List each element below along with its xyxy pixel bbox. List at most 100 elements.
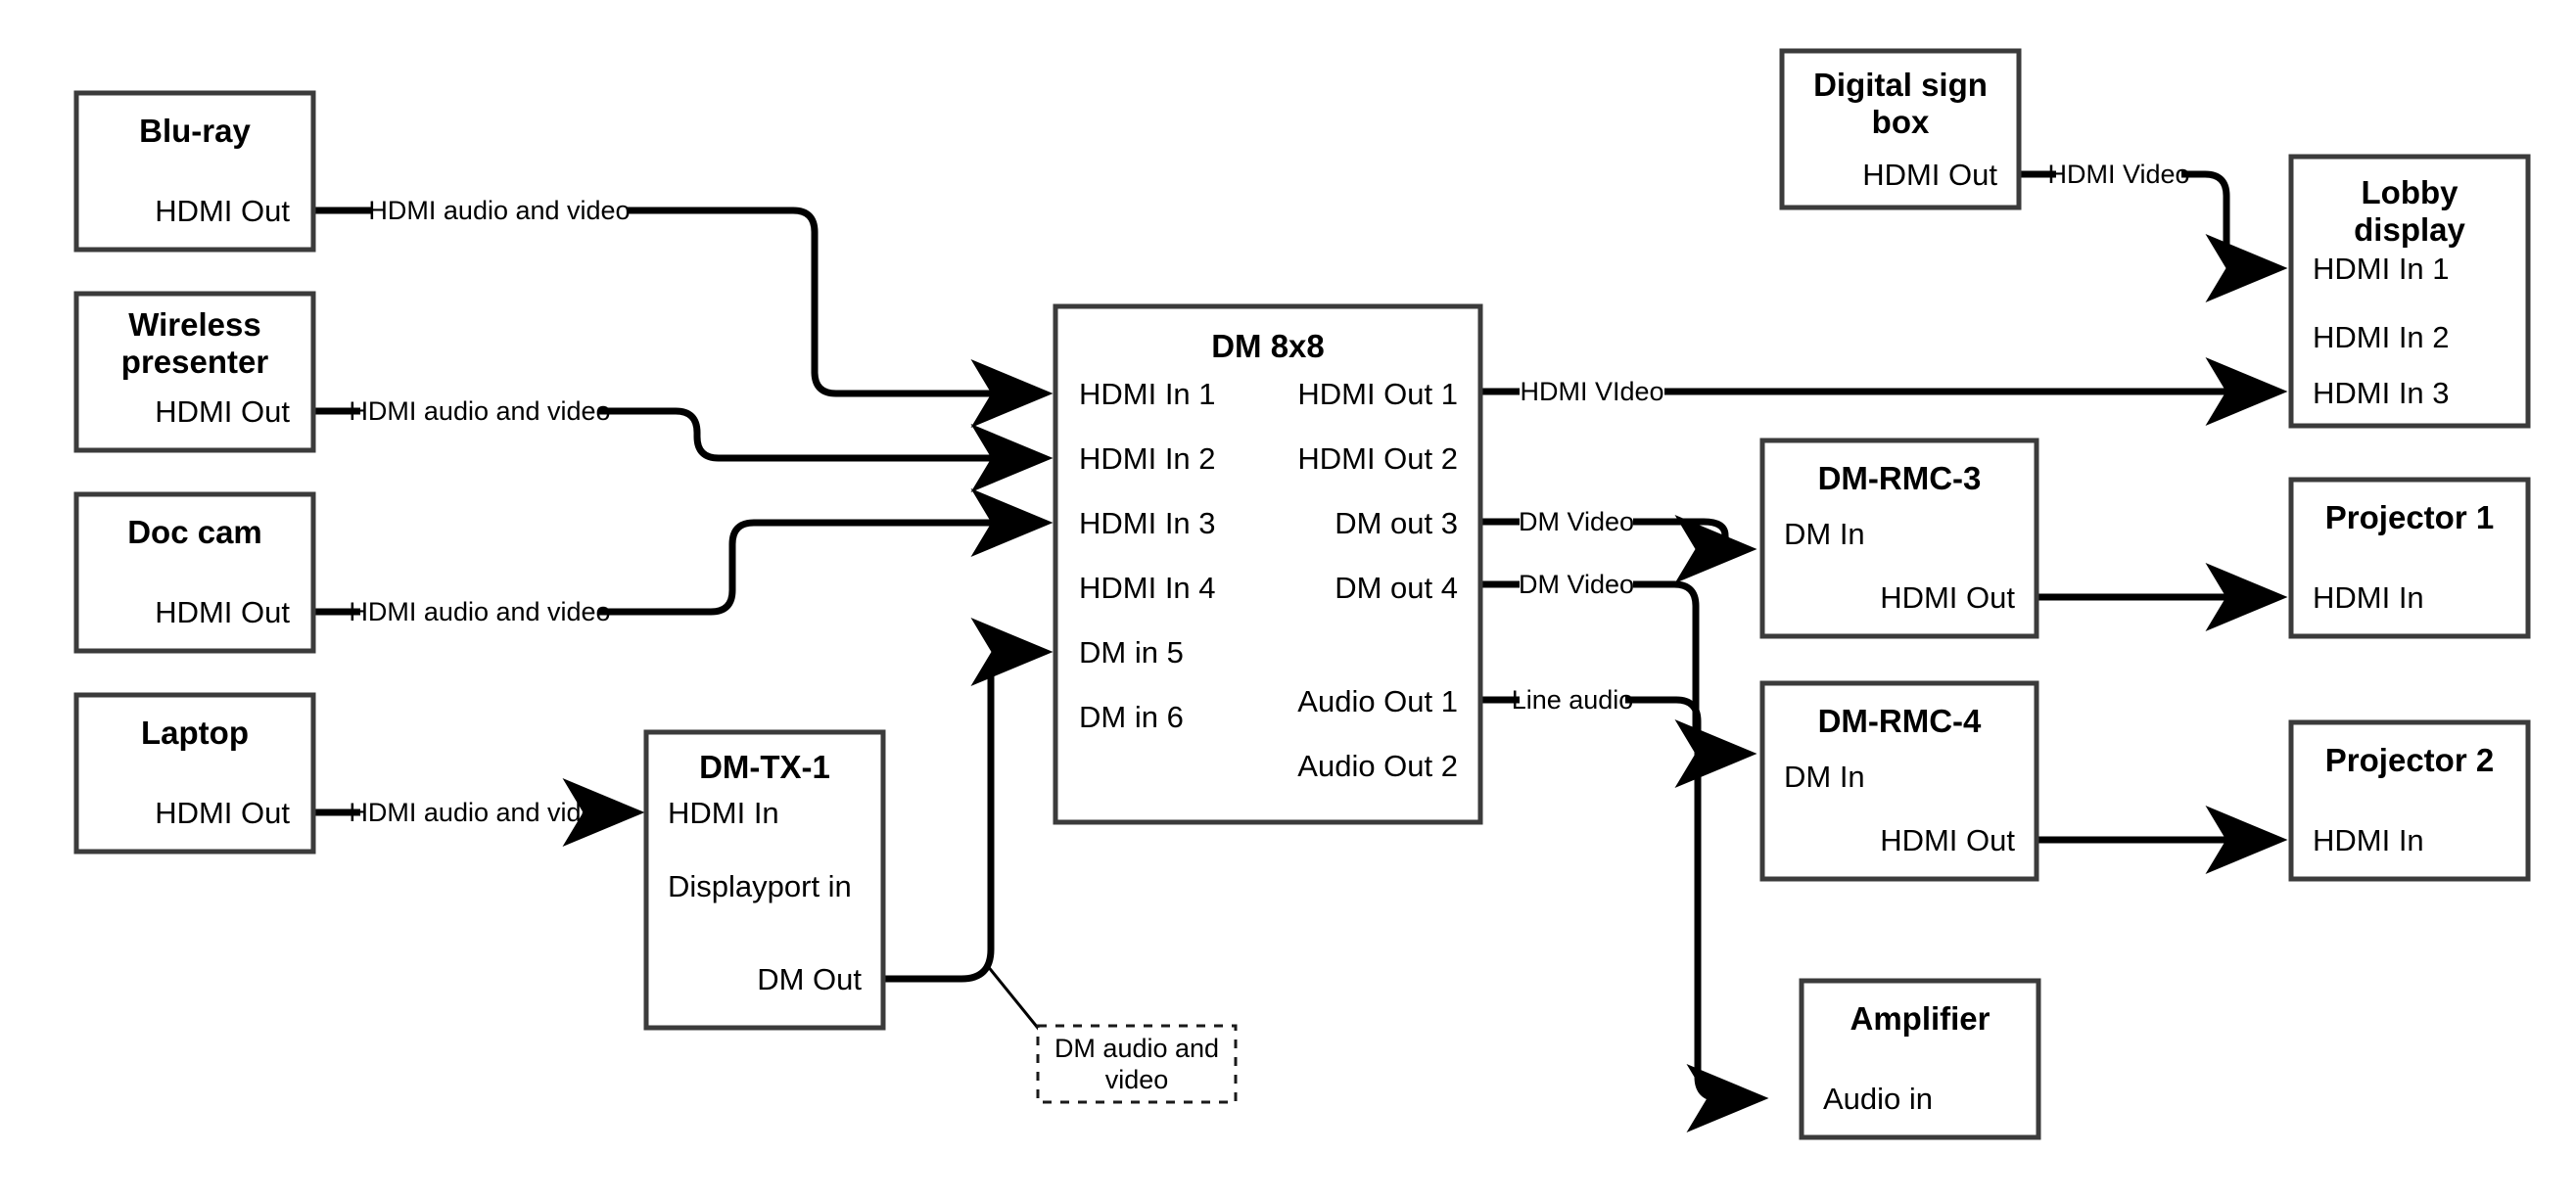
wire-segment <box>599 488 1054 616</box>
wire-segment <box>599 407 1054 492</box>
port-lobby-display-hdmi-in-1: HDMI In 1 <box>2313 252 2450 286</box>
port-laptop-hdmi-out: HDMI Out <box>155 796 290 830</box>
conn-bluray-to-dm8x8-in1: HDMI audio and video <box>313 196 1054 428</box>
device-title-dm-8x8: DM 8x8 <box>1211 328 1325 364</box>
port-dm-rmc-3-hdmi-out: HDMI Out <box>1880 580 2015 615</box>
wire-label-hdmi-video-out1: HDMI VIdeo <box>1520 377 1663 406</box>
port-doc-cam-hdmi-out: HDMI Out <box>155 595 290 629</box>
device-title-amplifier: Amplifier <box>1850 1000 1990 1037</box>
conn-dmtx1-to-dm8x8-in5 <box>881 618 1054 1043</box>
device-box-border <box>1799 978 2041 1140</box>
device-digital-sign-box[interactable]: Digital sign box HDMI Out <box>1779 48 2022 210</box>
device-box-border <box>1779 48 2022 210</box>
device-wireless-presenter[interactable]: Wireless presenter HDMI Out <box>73 291 316 453</box>
port-dm-rmc-3-dm-in: DM In <box>1784 517 1865 551</box>
device-title-lobby-display-line-2: display <box>2354 211 2465 248</box>
port-dm-8x8-dm-out-4: DM out 4 <box>1335 571 1458 605</box>
device-projector-2[interactable]: Projector 2 HDMI In <box>2288 719 2531 882</box>
conn-signbox-to-lobby-in1: HDMI Video <box>2019 160 2288 302</box>
device-dm-rmc-3[interactable]: DM-RMC-3 DM In HDMI Out <box>1759 438 2039 639</box>
device-title-wireless-presenter-line-2: presenter <box>121 344 269 380</box>
port-wireless-presenter-hdmi-out: HDMI Out <box>155 394 290 429</box>
device-projector-1[interactable]: Projector 1 HDMI In <box>2288 477 2531 639</box>
port-digital-sign-box-hdmi-out: HDMI Out <box>1862 158 1997 192</box>
port-dm-8x8-dm-out-3: DM out 3 <box>1335 506 1458 540</box>
port-dm-tx-1-dm-out: DM Out <box>757 962 862 996</box>
device-title-laptop: Laptop <box>141 715 249 751</box>
device-title-projector-2: Projector 2 <box>2325 742 2494 778</box>
device-box-border <box>2288 477 2531 639</box>
device-doc-cam[interactable]: Doc cam HDMI Out <box>73 491 316 654</box>
wire-label-line-audio: Line audio <box>1512 685 1634 715</box>
wire-segment <box>881 618 1054 983</box>
device-box-border <box>73 692 316 855</box>
device-title-doc-cam: Doc cam <box>127 514 262 550</box>
wire-segment <box>627 207 1054 428</box>
port-dm-8x8-hdmi-in-2: HDMI In 2 <box>1079 441 1216 476</box>
port-dm-rmc-4-dm-in: DM In <box>1784 760 1865 794</box>
wire-label-hdmi-video-sign: HDMI Video <box>2047 160 2189 189</box>
port-blu-ray-hdmi-out: HDMI Out <box>155 194 290 228</box>
wire-segment <box>2181 170 2288 302</box>
port-dm-8x8-dm-in-5: DM in 5 <box>1079 635 1184 670</box>
device-box-border <box>1759 438 2039 639</box>
port-dm-rmc-4-hdmi-out: HDMI Out <box>1880 823 2015 857</box>
device-box-border <box>1053 303 1483 825</box>
device-box-border <box>73 90 316 253</box>
device-title-digital-sign-box-line-2: box <box>1872 104 1930 140</box>
port-dm-8x8-audio-out-1: Audio Out 1 <box>1297 684 1458 718</box>
device-title-wireless-presenter-line-1: Wireless <box>128 306 260 343</box>
callout-text-line-1: DM audio and <box>1054 1034 1219 1063</box>
callout-dm-audio-video: DM audio and video <box>1036 1024 1238 1104</box>
callout-box-border <box>1036 1024 1238 1104</box>
device-lobby-display[interactable]: Lobby display HDMI In 1 HDMI In 2 HDMI I… <box>2288 154 2531 429</box>
device-box-border <box>73 491 316 654</box>
port-dm-tx-1-displayport-in: Displayport in <box>668 869 852 903</box>
conn-dm8x8-dmout3-to-rmc3: DM Video <box>1480 507 1757 583</box>
conn-dm8x8-dmout4-to-rmc4: DM Video <box>1480 570 1757 788</box>
device-box-border <box>73 291 316 453</box>
port-projector-2-hdmi-in: HDMI In <box>2313 823 2424 857</box>
wire-label-hdmi-audio-video-3: HDMI audio and video <box>349 597 610 626</box>
device-title-blu-ray: Blu-ray <box>139 113 251 149</box>
device-title-dm-rmc-3: DM-RMC-3 <box>1818 460 1982 496</box>
device-box-border <box>1759 680 2039 882</box>
port-dm-8x8-hdmi-in-4: HDMI In 4 <box>1079 571 1216 605</box>
conn-wireless-to-dm8x8-in2: HDMI audio and video <box>313 396 1054 492</box>
wire-segment <box>1633 580 1757 788</box>
device-laptop[interactable]: Laptop HDMI Out <box>73 692 316 855</box>
port-projector-1-hdmi-in: HDMI In <box>2313 580 2424 615</box>
device-title-dm-rmc-4: DM-RMC-4 <box>1818 703 1982 739</box>
port-lobby-display-hdmi-in-3: HDMI In 3 <box>2313 376 2450 410</box>
port-dm-8x8-hdmi-out-2: HDMI Out 2 <box>1297 441 1458 476</box>
conn-dm8x8-audioout1-to-amplifier: Line audio <box>1480 685 1769 1132</box>
port-lobby-display-hdmi-in-2: HDMI In 2 <box>2313 320 2450 354</box>
port-dm-8x8-dm-in-6: DM in 6 <box>1079 700 1184 734</box>
callout-text-line-2: video <box>1105 1065 1169 1094</box>
wire-label-dm-video-out4: DM Video <box>1519 570 1634 599</box>
device-dm-8x8[interactable]: DM 8x8 HDMI In 1 HDMI In 2 HDMI In 3 HDM… <box>1053 303 1483 825</box>
port-dm-8x8-hdmi-in-3: HDMI In 3 <box>1079 506 1216 540</box>
device-dm-rmc-4[interactable]: DM-RMC-4 DM In HDMI Out <box>1759 680 2039 882</box>
wire-label-hdmi-audio-video-2: HDMI audio and video <box>349 396 610 426</box>
device-title-dm-tx-1: DM-TX-1 <box>699 749 830 785</box>
conn-dm8x8-hdmiout1-to-lobby-in3: HDMI VIdeo <box>1480 357 2288 426</box>
device-blu-ray[interactable]: Blu-ray HDMI Out <box>73 90 316 253</box>
device-title-digital-sign-box-line-1: Digital sign <box>1813 67 1988 103</box>
conn-laptop-to-dmtx1: HDMI audio and video <box>313 778 645 847</box>
port-dm-8x8-audio-out-2: Audio Out 2 <box>1297 749 1458 783</box>
port-dm-tx-1-hdmi-in: HDMI In <box>668 796 779 830</box>
device-title-projector-1: Projector 1 <box>2325 499 2494 535</box>
device-title-lobby-display-line-1: Lobby <box>2362 174 2459 210</box>
wire-label-hdmi-audio-video-4: HDMI audio and video <box>349 798 610 827</box>
device-box-border <box>643 729 886 1031</box>
device-dm-tx-1[interactable]: DM-TX-1 HDMI In Displayport in DM Out <box>643 729 886 1031</box>
wire-label-hdmi-audio-video-1: HDMI audio and video <box>368 196 630 225</box>
port-dm-8x8-hdmi-in-1: HDMI In 1 <box>1079 377 1216 411</box>
wire-segment <box>1625 696 1769 1132</box>
conn-doccam-to-dm8x8-in3: HDMI audio and video <box>313 488 1054 626</box>
wire-label-dm-video-out3: DM Video <box>1519 507 1634 536</box>
device-amplifier[interactable]: Amplifier Audio in <box>1799 978 2041 1140</box>
